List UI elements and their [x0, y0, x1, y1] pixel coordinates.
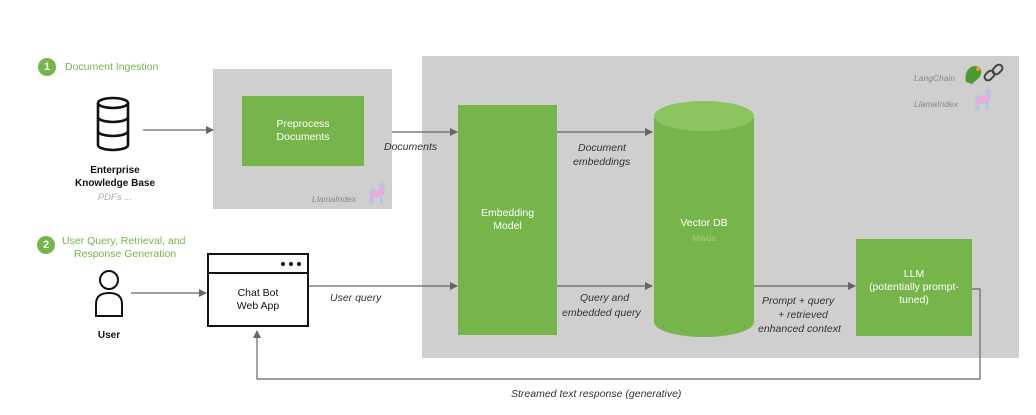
llm-label-2: (potentially prompt- — [869, 281, 959, 293]
llm-label-1: LLM — [903, 268, 925, 280]
database-icon — [96, 96, 130, 152]
embedding-label-2: Model — [493, 220, 522, 232]
chatbot-label-1: Chat Bot — [237, 286, 279, 299]
step-2-badge: 2 — [37, 236, 55, 254]
langchain-tag: LangChain — [914, 73, 956, 83]
knowledge-base-label-1: Enterprise — [90, 165, 140, 176]
step-1-badge: 1 — [38, 58, 56, 76]
edge-label-query-2: embedded query — [562, 307, 641, 319]
user-icon — [95, 270, 123, 317]
edge-label-prompt-3: enhanced context — [758, 323, 841, 335]
knowledge-base-label-2: Knowledge Base — [74, 178, 156, 189]
edge-label-query-1: Query and — [580, 292, 630, 304]
llm-box: LLM (potentially prompt- tuned) — [856, 239, 972, 336]
window-titlebar — [209, 255, 307, 274]
preprocess-llamaindex-tag: LlamaIndex — [312, 194, 356, 204]
embedding-model-box: Embedding Model — [458, 105, 557, 335]
window-dot-icon — [281, 261, 285, 266]
step-2-title-2: Response Generation — [74, 248, 177, 260]
edge-label-prompt-1: Prompt + query — [762, 295, 835, 307]
window-dot-icon — [289, 261, 293, 266]
chatbot-web-app-box: Chat Bot Web App — [207, 253, 309, 327]
llm-label-3: tuned) — [899, 294, 929, 306]
edge-label-doc-embeddings-2: embeddings — [573, 156, 631, 168]
user-label: User — [97, 330, 121, 341]
preprocess-documents-box: Preprocess Documents — [242, 96, 364, 166]
edge-label-streamed: Streamed text response (generative) — [511, 388, 682, 400]
vector-db-cylinder — [654, 101, 754, 337]
llama-icon — [369, 182, 385, 204]
arrow-llm-to-chatbot — [253, 288, 981, 380]
edge-label-user-query: User query — [330, 292, 382, 304]
chatbot-label-2: Web App — [236, 299, 280, 312]
preprocess-label-2: Documents — [276, 131, 330, 143]
embedding-label-1: Embedding — [480, 207, 535, 219]
step-2-title-1: User Query, Retrieval, and — [62, 235, 186, 247]
edge-label-prompt-2: + retrieved — [778, 309, 828, 321]
preprocess-label-1: Preprocess — [276, 118, 330, 130]
llamaindex-tag: LlamaIndex — [914, 99, 958, 109]
langchain-icon — [965, 63, 1004, 84]
edge-label-documents: Documents — [384, 141, 438, 153]
window-dot-icon — [297, 261, 301, 266]
edge-label-doc-embeddings-1: Document — [578, 142, 626, 154]
step-1-title: Document Ingestion — [65, 61, 159, 73]
vector-db-label: Vector DB — [680, 217, 728, 229]
knowledge-base-sublabel: PDFs ... — [97, 192, 133, 203]
llama-icon — [975, 88, 991, 110]
vector-db-sublabel: Milvus — [692, 234, 716, 243]
